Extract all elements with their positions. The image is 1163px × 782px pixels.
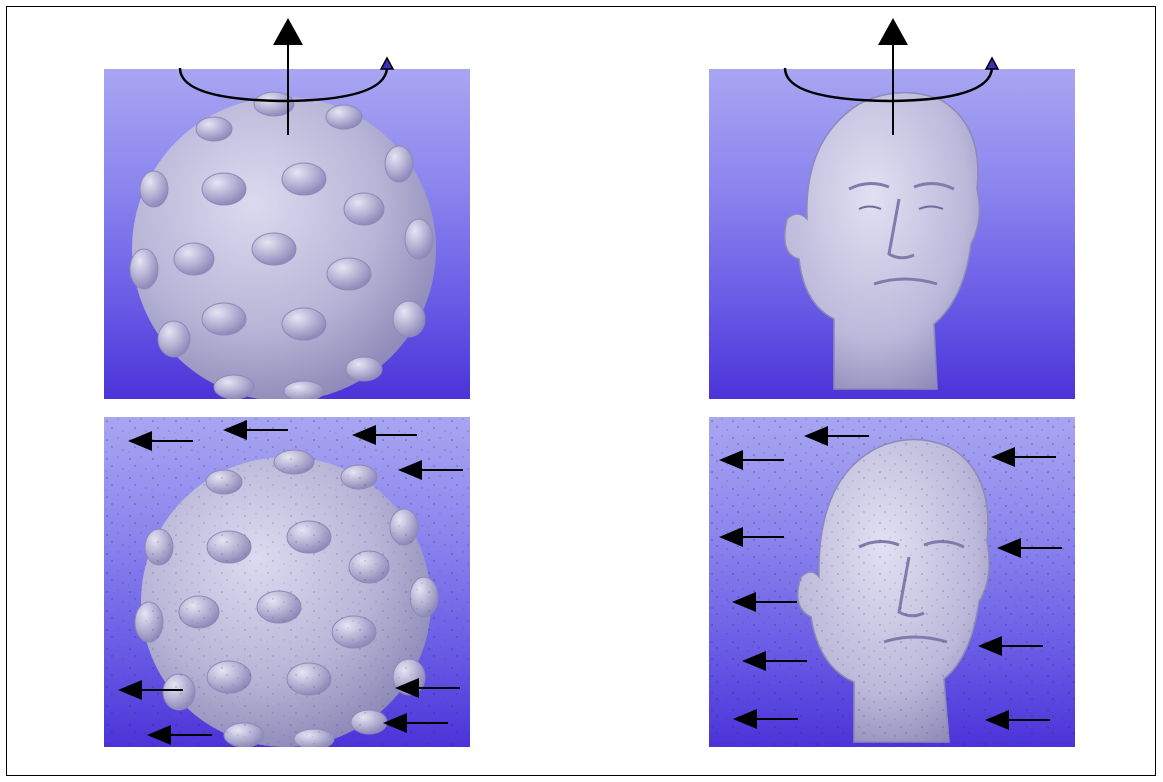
spiky-sphere <box>130 92 436 399</box>
sphere-render-noisy <box>104 417 470 747</box>
panel-head-rotation <box>709 69 1075 399</box>
bust-head <box>785 93 980 389</box>
panel-head-flow <box>709 417 1075 747</box>
sphere-render <box>104 69 470 399</box>
head-render-noisy <box>709 417 1075 747</box>
panel-sphere-rotation <box>104 69 470 399</box>
head-render <box>709 69 1075 399</box>
panel-sphere-flow <box>104 417 470 747</box>
